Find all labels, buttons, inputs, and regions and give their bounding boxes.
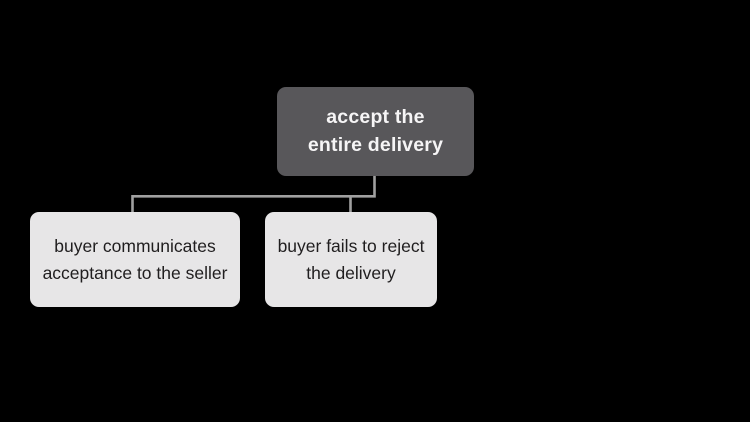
node-buyer-fails-to-reject: buyer fails to reject the delivery [265, 212, 437, 307]
node-accept-entire-delivery: accept the entire delivery [277, 87, 474, 176]
node-label-line: acceptance to the seller [42, 262, 228, 283]
node-label-line: the delivery [306, 262, 396, 283]
node-buyer-communicates-acceptance: buyer communicates acceptance to the sel… [30, 212, 240, 307]
node-label-line: buyer communicates [54, 235, 216, 256]
node-label-line: entire delivery [307, 133, 444, 156]
connector-root-to-left-child [131, 176, 376, 213]
node-label-line: accept the [326, 106, 425, 128]
node-label-line: buyer fails to reject [277, 235, 425, 256]
